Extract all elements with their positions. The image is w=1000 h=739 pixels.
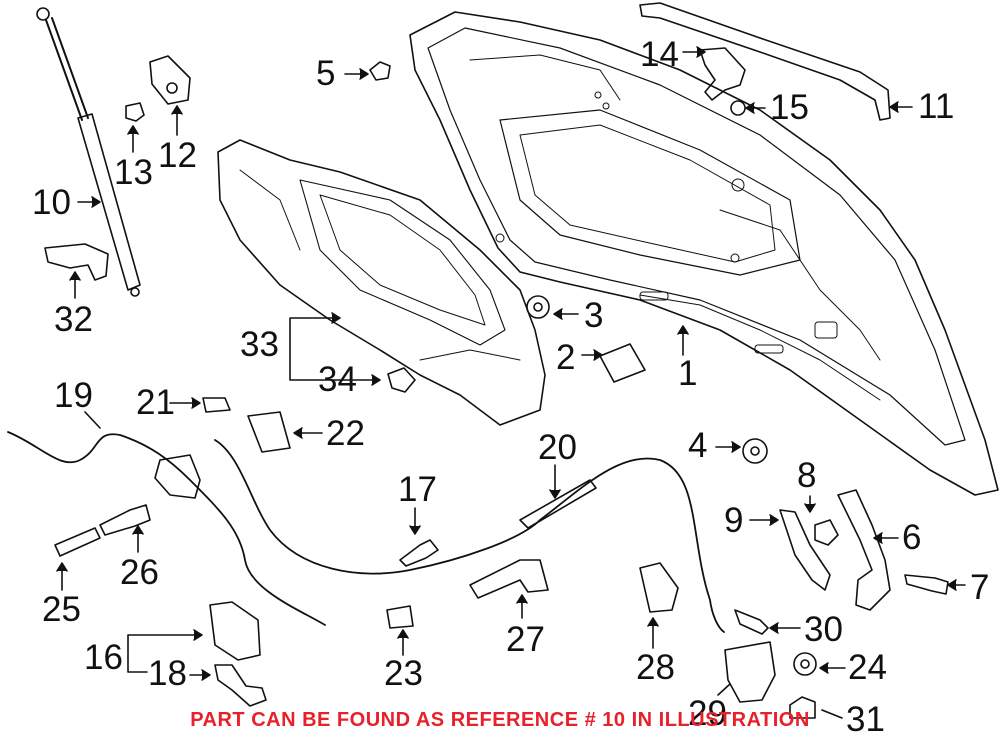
bumper-4: [742, 438, 768, 464]
bumper-3: [526, 295, 550, 319]
callout-1: 1: [678, 354, 698, 393]
callout-8: 8: [797, 456, 817, 495]
clip-34: [387, 367, 416, 393]
bolt-26: [99, 504, 151, 536]
hood-strut: [36, 7, 141, 297]
callout-34: 34: [318, 360, 357, 399]
bumper-24: [793, 652, 817, 676]
bolt-30: [734, 609, 769, 635]
callout-20: 20: [538, 428, 577, 467]
bracket-9: [779, 509, 831, 591]
callout-16: 16: [84, 638, 123, 677]
callout-7: 7: [970, 568, 990, 607]
nut-8: [814, 519, 839, 546]
connector-18: [214, 664, 267, 707]
callout-24: 24: [848, 648, 887, 687]
callout-32: 32: [54, 300, 93, 339]
callout-23: 23: [384, 654, 423, 693]
callout-25: 25: [42, 590, 81, 629]
callout-3: 3: [584, 296, 604, 335]
grommet-13: [125, 102, 145, 122]
callout-12: 12: [158, 136, 197, 175]
clip-5: [369, 61, 391, 81]
callout-19: 19: [54, 376, 93, 415]
callout-9: 9: [724, 501, 744, 540]
callout-13: 13: [114, 153, 153, 192]
clip-21: [202, 397, 231, 413]
callout-11: 11: [918, 87, 955, 126]
bolt-17: [399, 539, 439, 567]
callout-15: 15: [770, 88, 809, 127]
callout-17: 17: [398, 470, 437, 509]
callout-29: 29: [688, 694, 727, 733]
callout-18: 18: [148, 654, 187, 693]
hood-bumper-15: [730, 100, 746, 116]
release-cable-19: [7, 431, 326, 626]
pin-25: [54, 527, 101, 557]
clip-22: [247, 411, 291, 453]
leader-lines: [56, 46, 966, 719]
bracket-6: [837, 489, 891, 611]
hood-insulator: [217, 139, 546, 426]
label-2: [599, 343, 646, 383]
callout-21: 21: [136, 383, 175, 422]
cable-handle: [154, 454, 201, 499]
hood-panel: [409, 11, 999, 496]
callout-2: 2: [556, 338, 576, 377]
release-cable-20: [214, 439, 725, 633]
callout-4: 4: [688, 426, 708, 465]
plate-12: [149, 55, 191, 105]
callout-33: 33: [240, 325, 279, 364]
callout-22: 22: [326, 414, 365, 453]
callout-14: 14: [640, 35, 679, 74]
bumper-31: [789, 696, 816, 719]
reference-note: PART CAN BE FOUND AS REFERENCE # 10 IN I…: [190, 709, 810, 731]
latch-16: [209, 601, 261, 661]
callout-6: 6: [902, 518, 922, 557]
callout-10: 10: [32, 183, 71, 222]
callout-5: 5: [316, 54, 336, 93]
switch-28: [639, 562, 679, 613]
bolt-7: [904, 574, 949, 595]
hood-seal: [639, 2, 891, 121]
callout-31: 31: [846, 700, 885, 739]
callout-27: 27: [506, 620, 545, 659]
latch-29: [724, 641, 776, 703]
callout-28: 28: [636, 648, 675, 687]
bracket-32: [44, 243, 109, 281]
callout-26: 26: [120, 553, 159, 592]
callout-30: 30: [804, 610, 843, 649]
clip-23: [386, 605, 414, 629]
bracket-27: [469, 559, 549, 599]
hood-hinge: [699, 47, 746, 101]
